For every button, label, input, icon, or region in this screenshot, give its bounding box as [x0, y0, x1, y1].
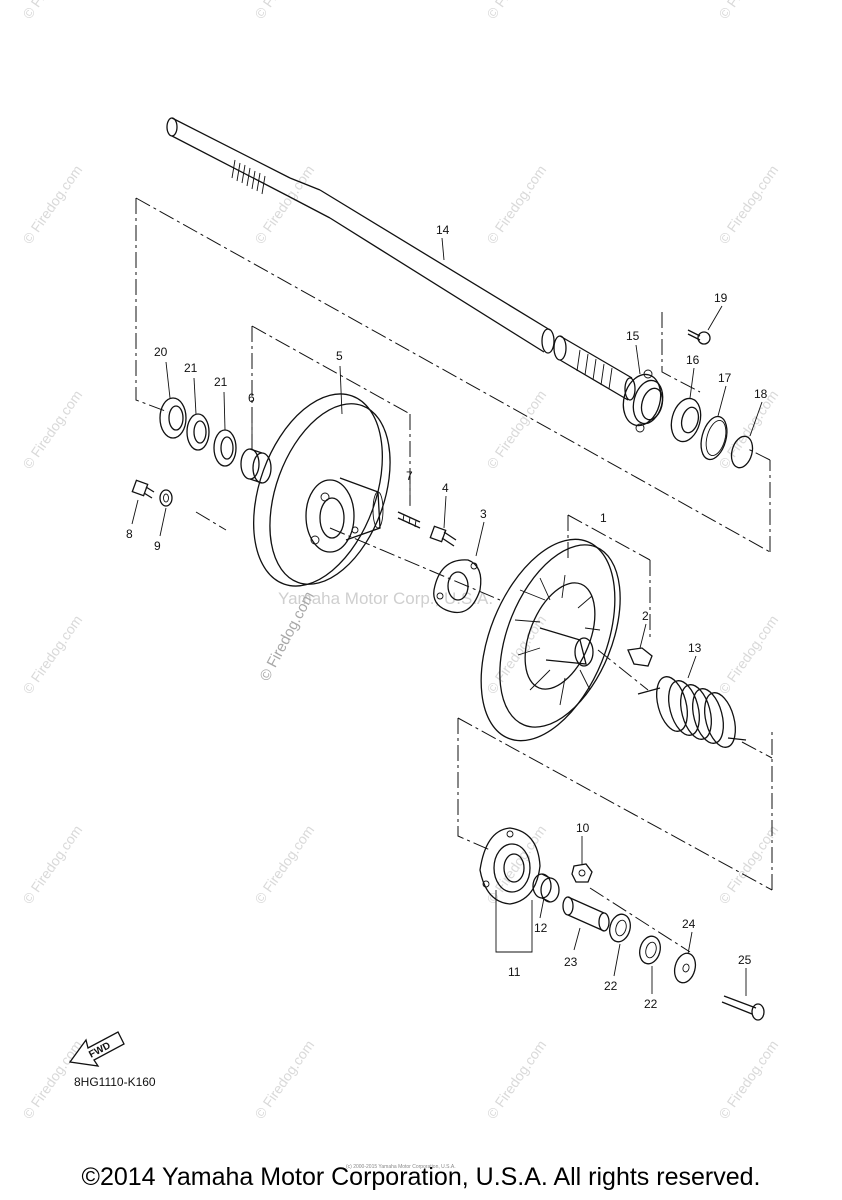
callout-8: 8 — [126, 527, 133, 541]
callout-21a: 21 — [184, 361, 198, 375]
bearing-part-16 — [670, 397, 702, 443]
watermark-tile: © Firedog.com — [19, 0, 85, 22]
watermark-tile: © Firedog.com — [483, 1037, 549, 1122]
housing-part-11 — [479, 827, 541, 905]
shaft-part-14 — [166, 117, 636, 401]
bolt-part-8 — [131, 479, 155, 499]
washer-part-20 — [159, 397, 187, 439]
circlip-part-18 — [730, 435, 754, 469]
callout-25: 25 — [738, 953, 752, 967]
bushing-part-6 — [240, 448, 272, 484]
callout-24: 24 — [682, 917, 696, 931]
sheave-part-1 — [480, 538, 621, 742]
watermark-tile: © Firedog.com — [483, 162, 549, 247]
watermark-tile: © Firedog.com — [19, 387, 85, 472]
washer-part-22b — [639, 935, 661, 965]
watermark-tile: © Firedog.com — [19, 822, 85, 907]
callout-13: 13 — [688, 641, 702, 655]
fine-print: (c) 2000-2015 Yamaha Motor Corporation, … — [346, 1164, 456, 1170]
callout-21b: 21 — [214, 375, 228, 389]
callout-7: 7 — [406, 469, 413, 483]
leader-lines — [131, 237, 763, 996]
watermark-tile: © Firedog.com — [715, 612, 781, 697]
callout-9: 9 — [154, 539, 161, 553]
nut-part-10 — [571, 863, 593, 883]
washer-part-24 — [673, 952, 697, 984]
washer-part-9 — [159, 489, 173, 507]
watermark-tile: © Firedog.com — [483, 0, 549, 22]
copyright-notice: ©2014 Yamaha Motor Corporation, U.S.A. A… — [81, 1163, 761, 1191]
watermark-tile: © Firedog.com — [251, 1037, 317, 1122]
center-watermark: Yamaha Motor Corp., U.S.A. — [278, 589, 493, 608]
callout-14: 14 — [436, 223, 450, 237]
callout-17: 17 — [718, 371, 732, 385]
callout-22a: 22 — [604, 979, 618, 993]
callout-12: 12 — [534, 921, 548, 935]
watermark-tile: © Firedog.com — [19, 162, 85, 247]
sleeve-part-23 — [562, 896, 610, 932]
callout-20: 20 — [154, 345, 168, 359]
callout-numbers: 14 20 21 21 6 5 7 4 3 8 9 1 2 13 19 15 1… — [126, 223, 768, 1011]
plate-part-3 — [433, 559, 482, 614]
watermark-tile: © Firedog.com — [715, 0, 781, 22]
callout-23: 23 — [564, 955, 578, 969]
callout-10: 10 — [576, 821, 590, 835]
watermark-tile: © Firedog.com — [715, 1037, 781, 1122]
watermark-tile: © Firedog.com — [715, 387, 781, 472]
callout-2: 2 — [642, 609, 649, 623]
sheave-part-5 — [253, 393, 391, 587]
watermark-tiles: © Firedog.com © Firedog.com © Firedog.co… — [19, 0, 781, 1122]
screw-part-19 — [687, 329, 711, 345]
washer-part-21b — [213, 429, 237, 467]
callout-19: 19 — [714, 291, 728, 305]
bolt-part-25 — [721, 995, 765, 1021]
callout-16: 16 — [686, 353, 700, 367]
watermark-tile: © Firedog.com — [483, 387, 549, 472]
washer-part-22a — [609, 913, 631, 943]
exploded-view-lines — [135, 197, 773, 953]
callout-6: 6 — [248, 391, 255, 405]
callout-4: 4 — [442, 481, 449, 495]
watermark-tile: © Firedog.com — [483, 612, 549, 697]
callout-11: 11 — [508, 965, 521, 979]
callout-15: 15 — [626, 329, 640, 343]
washer-part-21a — [186, 413, 210, 451]
housing-part-15 — [622, 369, 664, 433]
callout-3: 3 — [480, 507, 487, 521]
part-code: 8HG1110-K160 — [74, 1075, 156, 1089]
callout-18: 18 — [754, 387, 768, 401]
callout-1: 1 — [600, 511, 607, 525]
watermark-tile: © Firedog.com — [19, 612, 85, 697]
bearing-part-12 — [532, 873, 560, 903]
callout-5: 5 — [336, 349, 343, 363]
watermark-tile: © Firedog.com — [251, 0, 317, 22]
watermark-tile: © Firedog.com — [715, 162, 781, 247]
stud-part-7 — [397, 511, 421, 529]
ring-part-17 — [700, 415, 728, 461]
watermark-tile: © Firedog.com — [251, 822, 317, 907]
slider-part-2 — [627, 647, 653, 667]
spring-part-13 — [637, 676, 747, 748]
callout-22b: 22 — [644, 997, 658, 1011]
bolt-part-4 — [429, 525, 457, 547]
